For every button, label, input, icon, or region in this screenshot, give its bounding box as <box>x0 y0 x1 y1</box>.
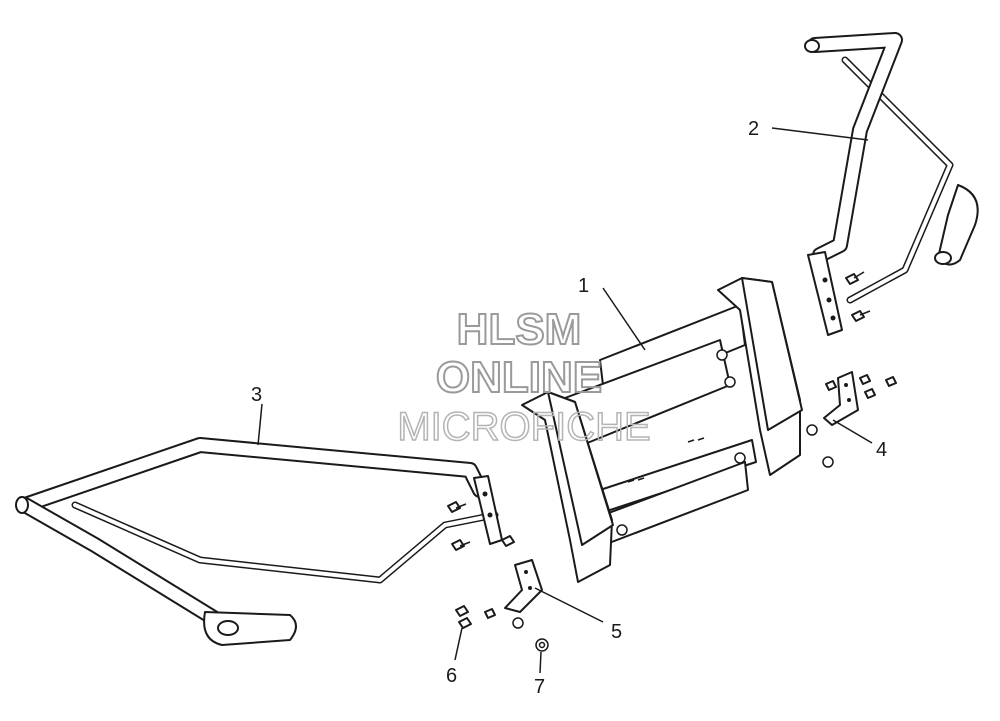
callout-4: 4 <box>876 439 887 461</box>
watermark-line-3: MICROFICHE <box>397 405 650 449</box>
bracket-part-4 <box>806 371 897 468</box>
callout-7: 7 <box>534 676 545 698</box>
watermark-line-2: ONLINE <box>436 353 602 402</box>
center-frame <box>521 277 803 583</box>
nut-part-7 <box>535 638 549 652</box>
bolt-group-right <box>845 271 871 322</box>
watermark-line-1: HLSM <box>457 305 582 354</box>
callout-6: 6 <box>446 665 457 687</box>
callout-1: 1 <box>578 275 589 297</box>
callout-2: 2 <box>748 118 759 140</box>
callout-5: 5 <box>611 621 622 643</box>
left-mount-bracket <box>473 475 503 545</box>
bolt-group-left <box>447 501 515 551</box>
callout-3: 3 <box>251 384 262 406</box>
callout-labels: 1 2 3 4 5 6 7 <box>251 118 887 698</box>
left-guard-tube <box>15 437 499 646</box>
watermark: HLSM ONLINE MICROFICHE <box>397 304 652 450</box>
right-guard-tube <box>804 32 979 304</box>
leader-lines <box>257 127 873 674</box>
right-mount-bracket <box>807 251 843 336</box>
bolts-part-6 <box>455 605 472 629</box>
bracket-part-5 <box>484 559 543 629</box>
